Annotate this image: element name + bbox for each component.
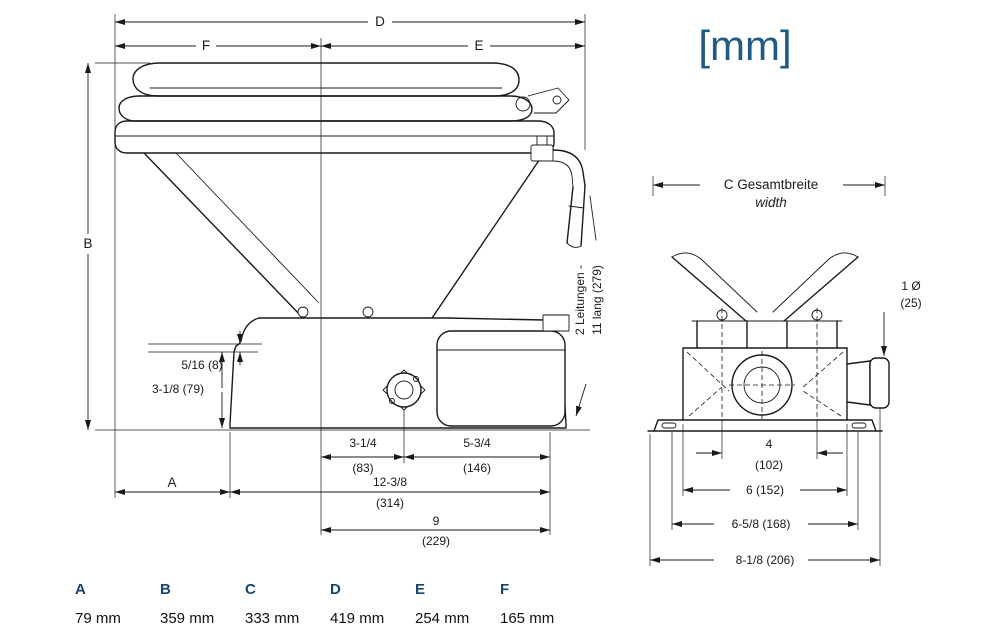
dim-body-width: 6 (152): [746, 483, 784, 497]
base-flange: [653, 419, 877, 432]
dim-bolt-span-2: (102): [755, 458, 783, 472]
pump-housing: [436, 330, 566, 427]
legend-value: 419 mm: [330, 610, 385, 627]
legend-value: 254 mm: [415, 610, 470, 627]
legend-letter: C: [245, 581, 256, 598]
legend-item-b: B 359 mm: [160, 581, 245, 627]
legend-letter: A: [75, 581, 86, 598]
hinge-pivot: [515, 96, 531, 112]
dim-base-height: 3-1/8 (79): [152, 382, 204, 396]
seat-outline: [118, 95, 533, 122]
dim-label-f: F: [202, 38, 210, 53]
hose-back: [589, 195, 597, 241]
base-bolt-left: [297, 306, 309, 318]
dim-outlet-2: (25): [900, 296, 921, 310]
dim-port-left-1: 3-1/4: [349, 436, 377, 450]
side-view: D F E B A 5/16 (8) 3-1/8 (79) 3-1/4 (83)…: [83, 14, 604, 548]
port-bolt-1: [389, 398, 395, 404]
slot-left: [661, 422, 677, 429]
legend-item-d: D 419 mm: [330, 581, 415, 627]
port-outer: [386, 372, 422, 408]
port-bolt-2: [413, 376, 419, 382]
front-view: C Gesamtbreite width 1 Ø (25) 4 (102) 6 …: [647, 176, 922, 567]
dim-outlet-1: 1 Ø: [901, 279, 920, 293]
elbow-outer: [552, 149, 586, 187]
dim-label-a: A: [167, 475, 176, 490]
legend-letter: F: [500, 581, 510, 598]
outlet-stub: [846, 360, 871, 406]
dim-label-e: E: [474, 38, 483, 53]
base-bolt-right: [362, 306, 374, 318]
legend-item-a: A 79 mm: [75, 581, 160, 627]
lid-outline: [132, 62, 520, 97]
legend-value: 79 mm: [75, 610, 121, 627]
technical-drawing: D F E B A 5/16 (8) 3-1/8 (79) 3-1/4 (83)…: [83, 14, 922, 567]
dim-flange-width: 6-5/8 (168): [732, 517, 791, 531]
side-extension-lines: [95, 14, 590, 535]
center-marks: [729, 351, 795, 419]
bowl-left-edge: [143, 152, 304, 319]
dim-step: 5/16 (8): [181, 358, 222, 372]
side-dimension-lines: [85, 19, 587, 533]
hidden-edges: [686, 351, 844, 417]
dim-label-b: B: [83, 236, 92, 251]
dim-port-left-2: (83): [352, 461, 373, 475]
valve-body: [530, 144, 554, 162]
funnel-inner: [700, 258, 830, 313]
outlet-cap: [869, 357, 890, 409]
pump-top-box: [542, 314, 570, 332]
dim-pump-1: 9: [433, 514, 440, 528]
dim-label-d: D: [375, 14, 385, 29]
toilet-front-outline: [647, 252, 890, 432]
dim-base-width-2: (314): [376, 496, 404, 510]
toilet-side-outline: [114, 62, 597, 429]
hinge-bracket: [527, 87, 570, 114]
hinge-bolt: [552, 95, 562, 105]
elbow-inner: [552, 160, 574, 188]
legend-letter: E: [415, 581, 426, 598]
hose-note-line2: 11 lang (279): [590, 265, 604, 335]
funnel-rim: [671, 252, 859, 260]
dim-port-right-1: 5-3/4: [463, 436, 491, 450]
legend-item-f: F 165 mm: [500, 581, 585, 627]
funnel-outer: [671, 256, 859, 322]
legend-letter: B: [160, 581, 171, 598]
slot-right: [851, 422, 867, 429]
legend-value: 333 mm: [245, 610, 300, 627]
legend-item-e: E 254 mm: [415, 581, 500, 627]
dim-base-width-1: 12-3/8: [373, 475, 407, 489]
front-dimension-lines: [650, 182, 887, 563]
dim-bolt-span-1: 4: [766, 437, 773, 451]
bowl-inner-edge: [175, 152, 319, 303]
valve-knob: [536, 135, 548, 146]
hose-clamp: [568, 205, 585, 209]
dim-pump-2: (229): [422, 534, 450, 548]
dim-c-line1: C Gesamtbreite: [724, 177, 819, 192]
dim-port-right-2: (146): [463, 461, 491, 475]
legend-value: 359 mm: [160, 610, 215, 627]
tank-rim-outline: [114, 120, 555, 154]
bowl-right-edge: [431, 152, 545, 319]
hose-end: [566, 242, 582, 248]
front-extension-lines: [649, 176, 886, 566]
legend-item-c: C 333 mm: [245, 581, 330, 627]
legend-letter: D: [330, 581, 341, 598]
legend-value: 165 mm: [500, 610, 555, 627]
dim-overall-width: 8-1/8 (206): [736, 553, 795, 567]
body-outline: [682, 347, 848, 421]
posts: [696, 320, 838, 349]
port-inner: [394, 380, 414, 400]
unit-label: [mm]: [698, 22, 791, 69]
hose-front: [566, 185, 586, 247]
dimension-legend: A 79 mm B 359 mm C 333 mm D 419 mm E 254…: [75, 581, 585, 627]
dim-c-line2: width: [755, 195, 787, 210]
hose-note-line1: 2 Leitungen -: [573, 265, 587, 335]
